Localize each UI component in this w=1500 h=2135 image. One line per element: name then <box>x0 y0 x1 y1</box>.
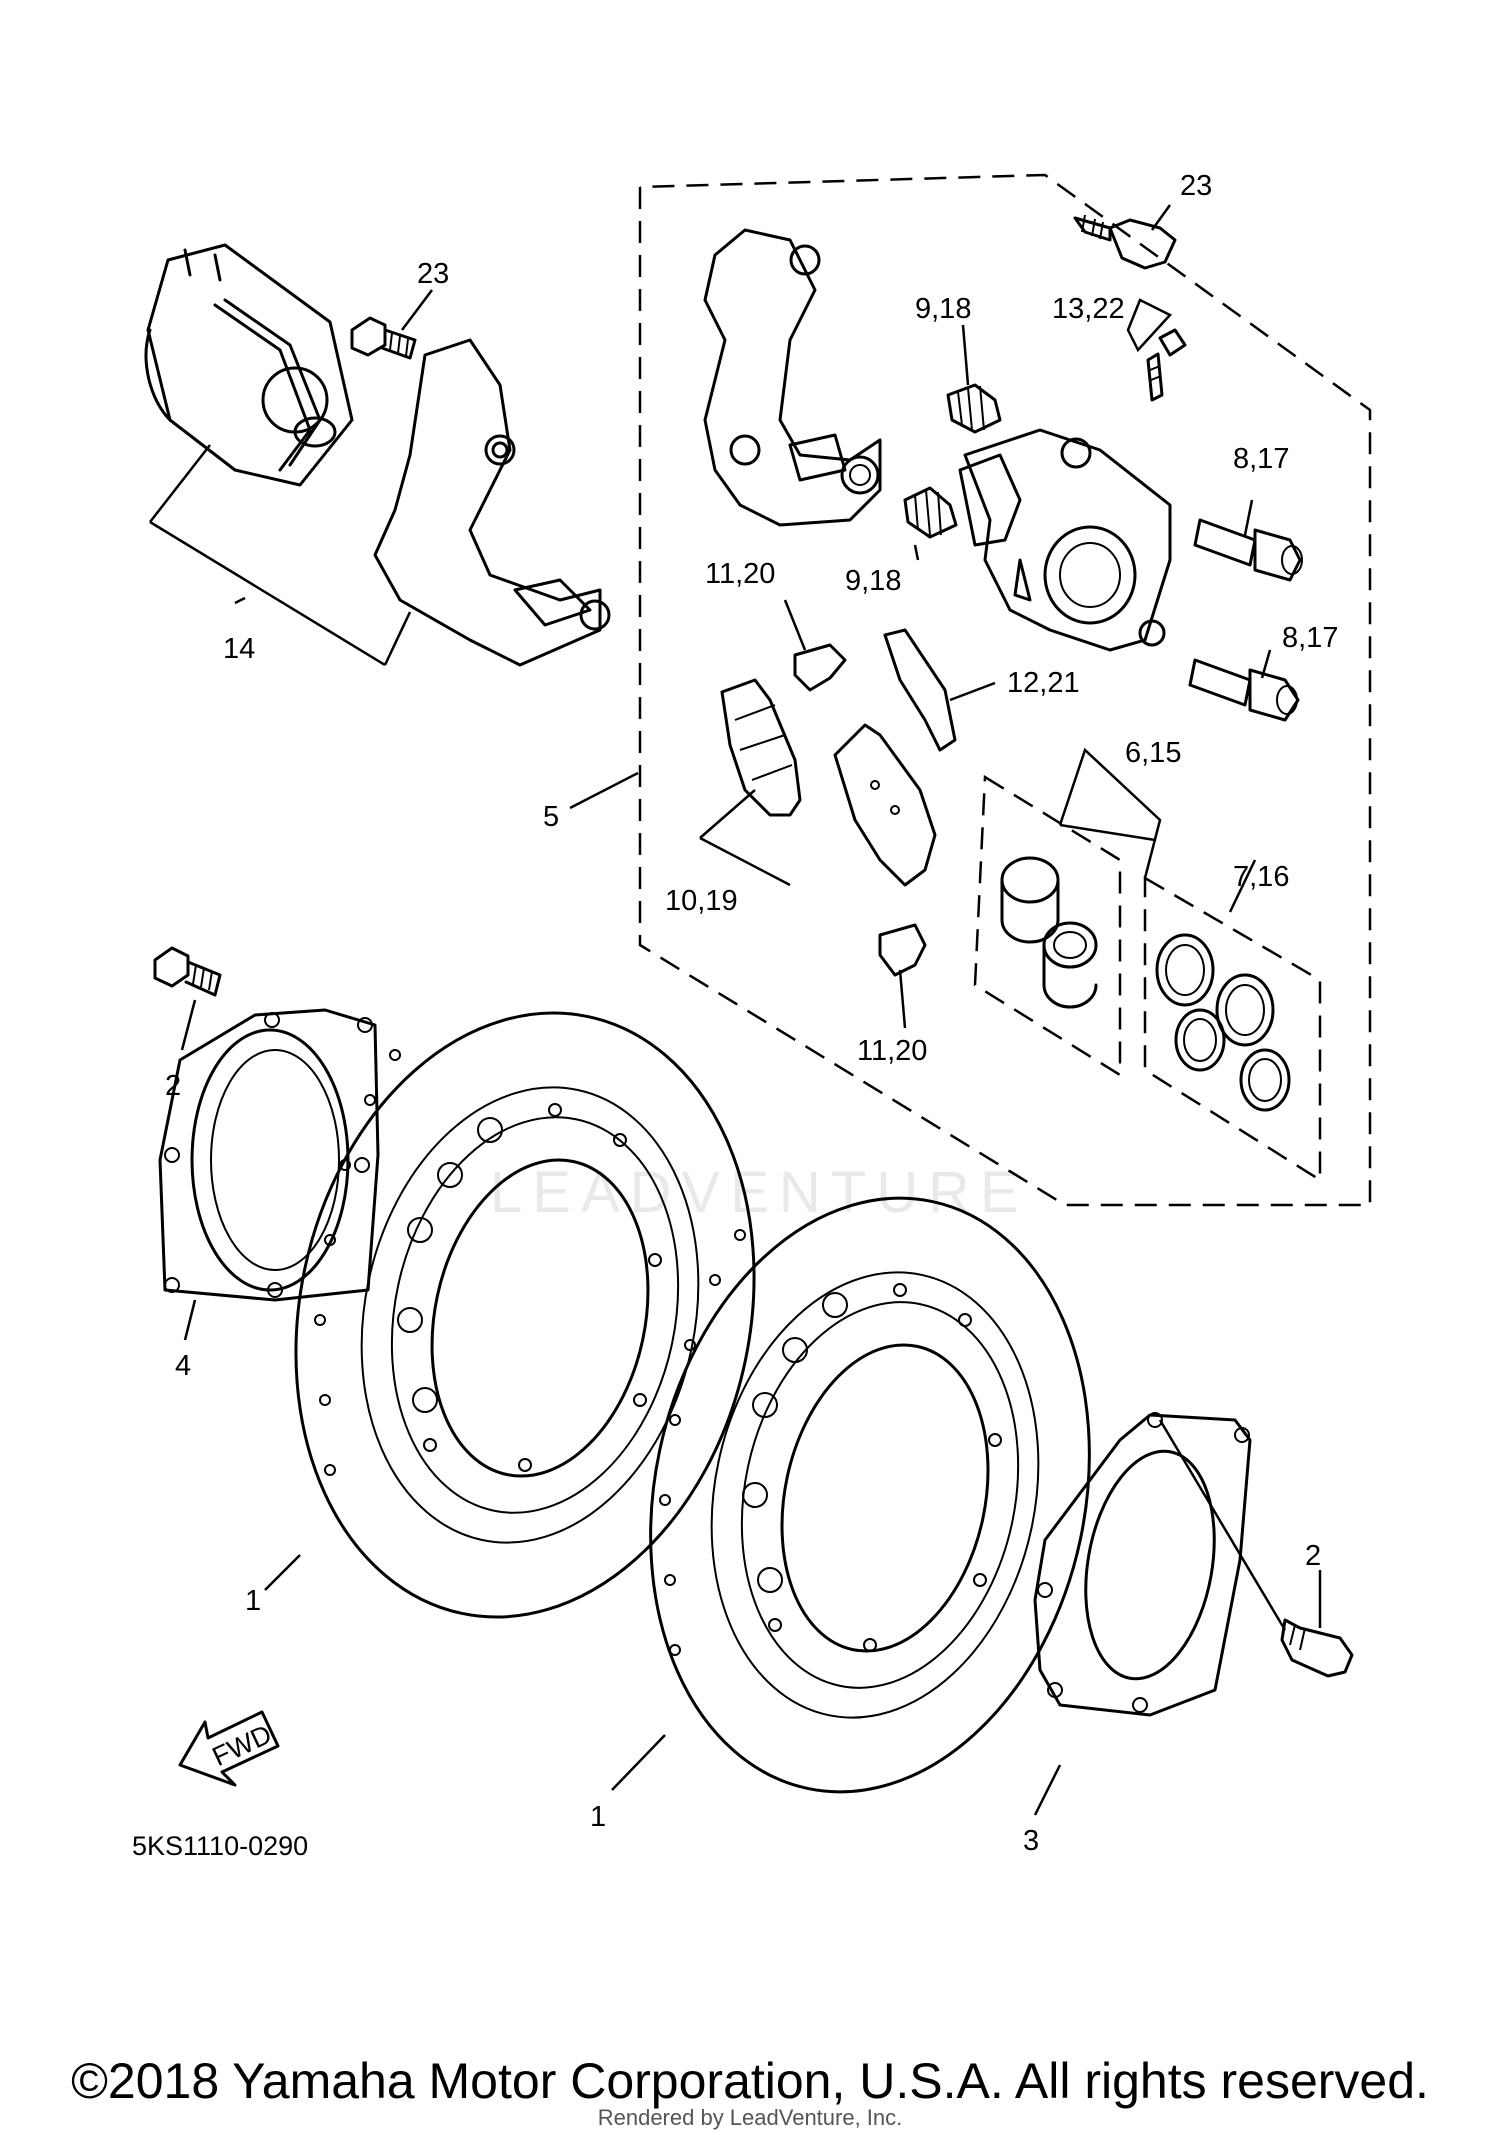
callout-3: 3 <box>1023 1825 1039 1857</box>
callout-23-right: 23 <box>1180 170 1212 202</box>
diagram-code: 5KS1110-0290 <box>132 1831 308 1861</box>
pin-bolt-8-17-bottom <box>1188 658 1300 722</box>
callout-5: 5 <box>543 801 559 833</box>
pin-bolt-8-17-top <box>1193 518 1303 582</box>
callout-2-right: 2 <box>1305 1540 1321 1572</box>
bolt-23-left <box>350 316 417 360</box>
pin-boot-9-18-top <box>946 383 1002 434</box>
callout-6-15: 6,15 <box>1125 737 1181 769</box>
disc-cover-plate-3 <box>1033 1412 1252 1717</box>
callout-14: 14 <box>223 633 255 665</box>
callout-8-17-top: 8,17 <box>1233 443 1289 475</box>
callout-9-18-top: 9,18 <box>915 293 971 325</box>
piston-seal-7-16 <box>1155 933 1291 1112</box>
brake-pad-10-19-a <box>720 678 802 817</box>
rendered-by-credit: Rendered by LeadVenture, Inc. <box>597 2105 903 2130</box>
callout-10-19: 10,19 <box>665 885 738 917</box>
caliper-bracket-kit <box>703 228 882 527</box>
callout-13-22: 13,22 <box>1052 293 1125 325</box>
caliper-kit-dashed-boundary <box>638 173 1372 1207</box>
pad-support-12-21 <box>883 628 957 752</box>
copyright-notice: ©2018 Yamaha Motor Corporation, U.S.A. A… <box>71 2053 1429 2109</box>
pad-spring-11-20-top <box>793 643 847 692</box>
brake-pad-10-19-b <box>833 723 937 887</box>
brake-disc-1-right <box>649 1196 1091 1794</box>
fwd-arrow-icon: FWD <box>178 1710 280 1787</box>
callout-labels: 23 23 9,18 13,22 8,17 9,18 11,20 12,21 8… <box>165 170 1338 1857</box>
callout-9-18-mid: 9,18 <box>845 565 901 597</box>
bolt-2-left <box>153 946 222 997</box>
callout-12-21: 12,21 <box>1007 667 1080 699</box>
brake-disc-1-left <box>294 1011 756 1619</box>
pad-spring-11-20-bot <box>878 923 927 977</box>
caliper-bracket-left <box>373 338 611 667</box>
disc-cover-plate-4 <box>158 1008 380 1302</box>
callout-11-20-bottom: 11,20 <box>857 1035 927 1067</box>
watermark: LEADVENTURE <box>490 1160 1029 1225</box>
bleed-screw-13-22 <box>1146 328 1187 402</box>
pin-boot-9-18-mid <box>903 486 958 539</box>
callout-1-mid: 1 <box>590 1801 606 1833</box>
callout-4: 4 <box>175 1350 191 1382</box>
bolt-2-right <box>1280 1618 1354 1678</box>
caliper-assembly-left <box>144 243 354 487</box>
leader-lines <box>149 204 1322 1816</box>
caliper-body-kit <box>958 428 1172 652</box>
callout-1-left: 1 <box>245 1585 261 1617</box>
callout-11-20-top: 11,20 <box>705 558 775 590</box>
callout-8-17-bottom: 8,17 <box>1282 622 1338 654</box>
piston-6-15 <box>1000 856 1098 1009</box>
bolt-23-right <box>1073 214 1177 270</box>
callout-7-16: 7,16 <box>1233 861 1289 893</box>
callout-2-left: 2 <box>165 1070 181 1102</box>
callout-23-left: 23 <box>417 258 449 290</box>
